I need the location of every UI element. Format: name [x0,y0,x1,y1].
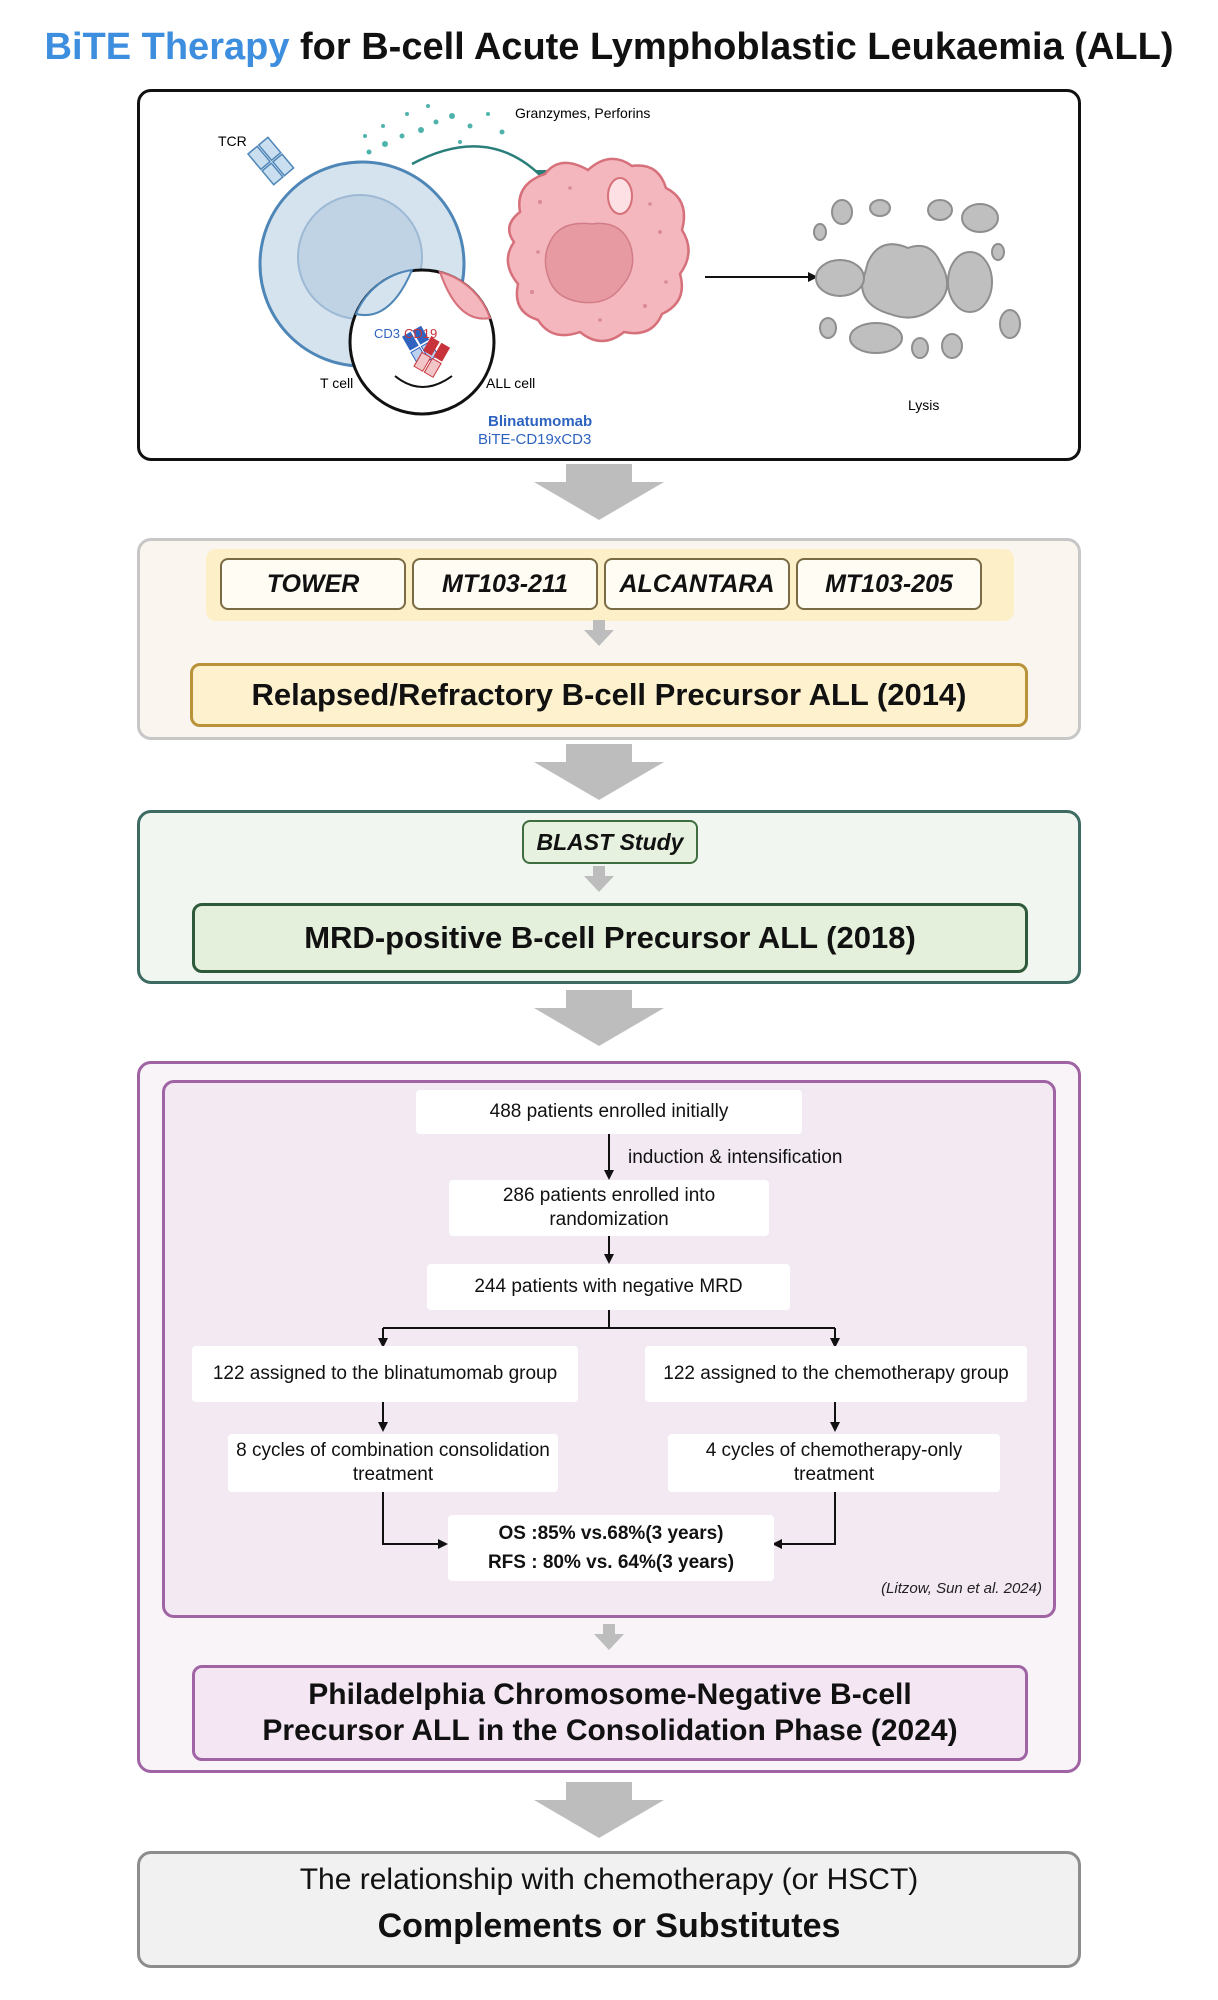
relationship-question: The relationship with chemotherapy (or H… [299,1863,919,1896]
os-result: OS :85% vs.68%(3 years) [498,1523,724,1544]
cd19-receptor [413,336,451,378]
lysis-label: Lysis [908,397,939,413]
title-rest: for B-cell Acute Lymphoblastic Leukaemia… [289,26,1174,68]
granzyme-dots [355,104,505,167]
blinatumomab-label: Blinatumomab [488,413,592,430]
lysis-arrowhead [808,272,818,282]
title-accent: BiTE Therapy [44,26,290,68]
citation: (Litzow, Sun et al. 2024) [881,1580,1042,1597]
small-arrow-3 [584,866,614,892]
mrd-positive-heading: MRD-positive B-cell Precursor ALL (2018) [192,903,1028,973]
trial-alcantara: ALCANTARA [604,558,790,610]
granzymes-label: Granzymes, Perforins [515,105,650,121]
cd3-label: CD3 [374,326,400,341]
node-randomization: 286 patients enrolled into randomization [449,1180,769,1236]
down-arrow-3 [534,990,664,1046]
consolidation-heading: Philadelphia Chromosome-Negative B-cell … [192,1665,1028,1761]
tcr-receptor [246,136,295,186]
node-enrolled-initially: 488 patients enrolled initially [416,1090,802,1134]
node-blinatumomab-arm: 122 assigned to the blinatumomab group [192,1346,578,1402]
blast-study-box: BLAST Study [522,820,698,864]
all-cell-nucleus [544,222,634,304]
cd19-label: CD19 [404,326,437,341]
all-cell-granules [530,186,668,322]
lysis-fragments [813,199,1021,359]
rfs-result: RFS : 80% vs. 64%(3 years) [487,1552,735,1573]
page-title: BiTE Therapy for B-cell Acute Lymphoblas… [0,26,1218,69]
trial-mt103-211: MT103-211 [412,558,598,610]
node-combination-consolidation: 8 cycles of combination consolidation tr… [228,1434,558,1492]
trial-mt103-205: MT103-205 [796,558,982,610]
down-arrow-2 [534,744,664,800]
down-arrow-1 [534,464,664,520]
consolidation-heading-line2: Precursor ALL in the Consolidation Phase… [262,1714,958,1747]
consolidation-heading-line1: Philadelphia Chromosome-Negative B-cell [308,1678,912,1711]
relationship-answer: Complements or Substitutes [377,1907,841,1945]
synapse-tcell-edge [354,268,414,316]
tcr-label: TCR [218,133,247,149]
induction-label: induction & intensification [628,1147,843,1168]
t-cell-label: T cell [320,375,353,391]
mechanism-illustration: Granzymes, Perforins TCR T cell ALL cell [218,104,1021,448]
trial-tower: TOWER [220,558,406,610]
bite-subtitle: BiTE-CD19xCD3 [478,431,591,448]
mitochondrion [607,177,633,215]
node-chemotherapy-arm: 122 assigned to the chemotherapy group [645,1346,1027,1402]
small-arrow-2 [584,620,614,646]
bite-linker [394,375,453,388]
outcome-box: OS :85% vs.68%(3 years) RFS : 80% vs. 64… [448,1515,774,1581]
relapsed-refractory-heading: Relapsed/Refractory B-cell Precursor ALL… [190,663,1028,727]
mechanism-panel: Granzymes, Perforins TCR T cell ALL cell [137,89,1081,461]
all-cell-label: ALL cell [486,375,535,391]
synapse-allcell-edge [438,270,492,320]
node-negative-mrd: 244 patients with negative MRD [427,1264,790,1310]
node-chemotherapy-only: 4 cycles of chemotherapy-only treatment [668,1434,1000,1492]
small-arrow-4 [594,1624,624,1650]
relationship-panel [137,1851,1081,1968]
granzyme-arrow [411,145,546,181]
down-arrow-4 [534,1782,664,1838]
